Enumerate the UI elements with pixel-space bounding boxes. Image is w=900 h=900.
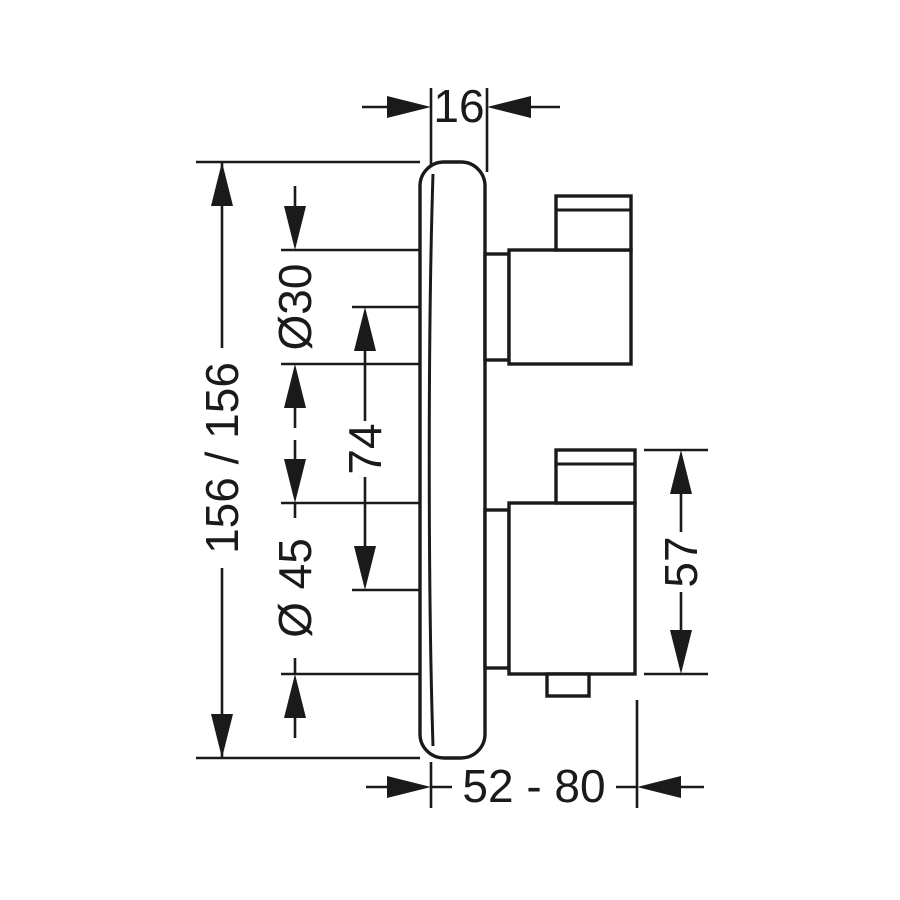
arrowhead-left-icon (487, 96, 531, 118)
lower-handle-sleeve (483, 508, 511, 670)
arrowhead-down-icon (284, 459, 306, 503)
lower-handle-tab (545, 672, 591, 698)
product-outline (418, 160, 637, 760)
dim-label-52-80: 52 - 80 (462, 760, 605, 812)
dim-handle-center-distance: 74 (339, 305, 420, 592)
dim-label-16: 16 (433, 80, 484, 132)
upper-handle-body (507, 248, 633, 366)
arrowhead-down-icon (670, 630, 692, 674)
arrowhead-up-icon (354, 307, 376, 351)
dim-overall-height: 156 / 156 (196, 160, 420, 760)
arrowhead-down-icon (284, 206, 306, 250)
arrowhead-up-icon (284, 674, 306, 718)
dim-label-d30: Ø30 (269, 264, 321, 351)
dim-label-d45: Ø 45 (269, 538, 321, 638)
upper-handle-sleeve (483, 252, 511, 362)
arrowhead-right-icon (387, 96, 431, 118)
arrowhead-left-icon (637, 776, 681, 798)
dim-label-57: 57 (655, 536, 707, 587)
arrowhead-down-icon (211, 714, 233, 758)
arrowhead-down-icon (354, 546, 376, 590)
dim-installation-depth-range: 52 - 80 (366, 700, 704, 812)
lower-handle-cap (554, 448, 637, 505)
dim-label-156-156: 156 / 156 (196, 362, 248, 554)
dim-label-74: 74 (339, 423, 391, 474)
dim-lower-handle-depth: 57 (644, 448, 708, 676)
dim-faceplate-thickness: 16 (362, 80, 560, 172)
arrowhead-right-icon (387, 776, 431, 798)
upper-handle-cap (554, 194, 633, 252)
faceplate-face-line (427, 173, 435, 747)
arrowhead-up-icon (670, 450, 692, 494)
arrowhead-up-icon (211, 162, 233, 206)
faceplate-outline (418, 160, 487, 760)
dim-lower-handle-diameter: Ø 45 (269, 440, 420, 738)
arrowhead-up-icon (284, 364, 306, 408)
dim-upper-handle-diameter: Ø30 (269, 186, 420, 428)
lower-handle-body (507, 501, 637, 676)
